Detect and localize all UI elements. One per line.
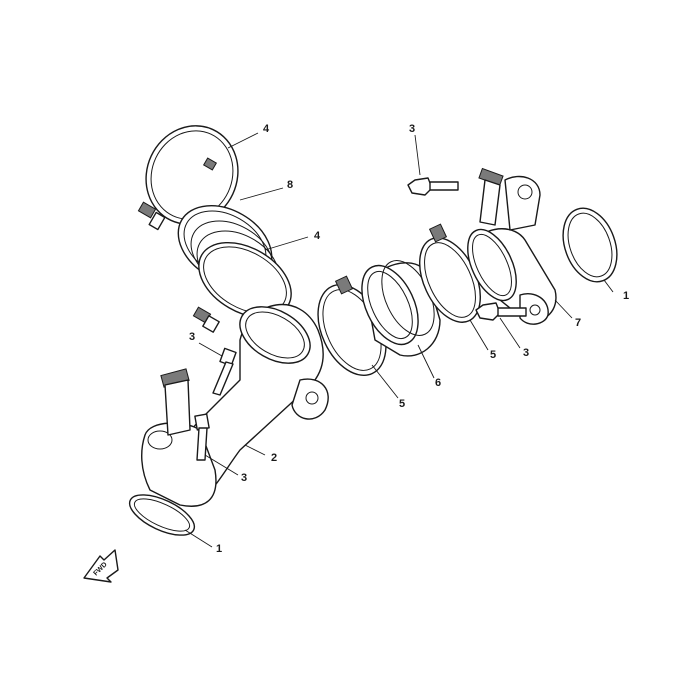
bolt-left-upper [212,347,237,396]
callout-5-middle: 5 [399,398,405,410]
callout-8: 8 [287,179,293,191]
intake-manifold [141,303,329,507]
hose-clamp-right [419,223,481,323]
callout-7: 7 [575,317,581,329]
callout-3-left-lower: 3 [241,472,247,484]
bolt-left-lower [194,413,210,461]
callout-3-right-lower: 3 [523,347,529,359]
callout-labels: 4 8 4 3 3 3 3 2 1 1 5 5 6 7 [189,123,629,555]
callout-2: 2 [271,452,277,464]
callout-6: 6 [435,377,441,389]
callout-1-right: 1 [623,290,629,302]
hose-clamp-lower [192,241,292,333]
callout-3-right-upper: 3 [409,123,415,135]
rubber-boot [361,260,441,357]
callout-3-left-upper: 3 [189,331,195,343]
callout-5-right: 5 [490,349,496,361]
hose-clamp-upper [137,125,239,231]
o-ring-right [562,207,618,283]
callout-1-lower: 1 [216,543,222,555]
bolt-right-lower [475,302,527,321]
forward-arrow-icon: FWD [83,549,119,583]
throttle-body-adapter [467,167,557,325]
leader-lines [184,132,614,548]
bolt-right-upper [407,177,459,196]
callout-4-upper: 4 [263,123,270,135]
callout-4-lower: 4 [314,230,321,242]
o-ring-lower [128,494,196,536]
